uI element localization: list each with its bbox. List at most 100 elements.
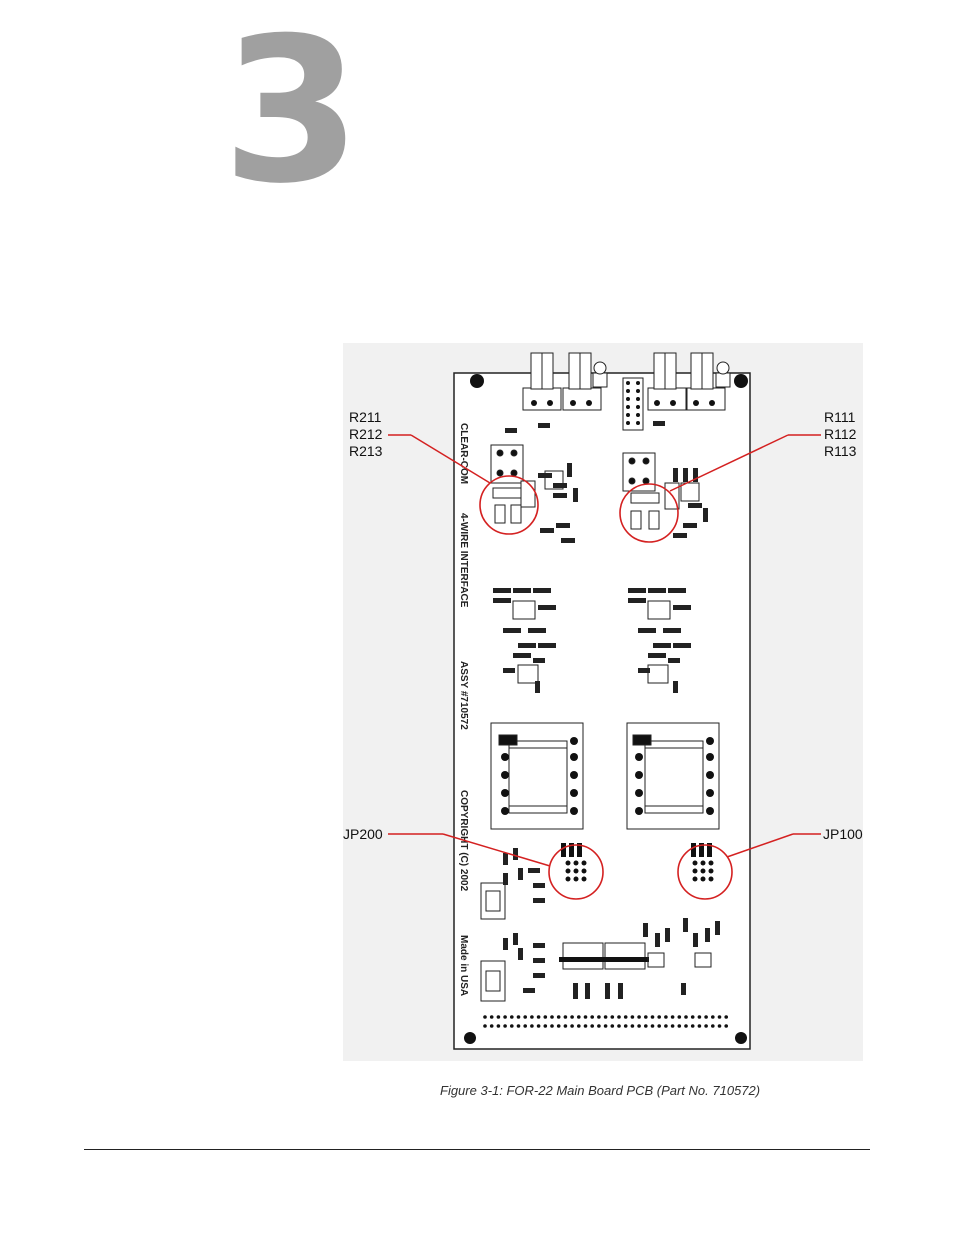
callout-r213: R213 (349, 443, 383, 459)
connector-pin (684, 1024, 688, 1028)
connector-pin (617, 1015, 621, 1019)
connector-pin (577, 1024, 581, 1028)
connector-pin (556, 1015, 561, 1019)
pcb-figure: CLEAR-COM 4-WIRE INTERFACE ASSY #710572 … (343, 343, 863, 1061)
callout-jp200: JP200 (343, 826, 383, 842)
connector-pin (664, 1015, 668, 1019)
relay-area-right (622, 452, 680, 530)
jumper-jp100 (691, 843, 714, 882)
connector-pin (583, 1015, 588, 1019)
connector-pin (550, 1015, 554, 1019)
connector-pin (503, 1024, 507, 1028)
connector-pin (650, 1024, 655, 1028)
silkscreen-brand: CLEAR-COM (458, 423, 469, 484)
jumper-jp200 (561, 843, 587, 882)
connector-pin (644, 1015, 648, 1019)
callout-r212: R212 (349, 426, 383, 442)
connector-pin (570, 1024, 574, 1028)
connector-pin (597, 1024, 601, 1028)
connector-pin (590, 1024, 594, 1028)
connector-pin (496, 1015, 501, 1019)
connector-pin (677, 1015, 682, 1019)
connector-pin (637, 1015, 641, 1019)
callout-r113: R113 (824, 443, 857, 459)
connector-pin (536, 1024, 541, 1028)
connector-pin (510, 1015, 514, 1019)
highlight-r111-r113 (619, 483, 679, 543)
connector-pin (516, 1015, 521, 1019)
connector-pin (711, 1024, 715, 1028)
silkscreen-assembly: ASSY #710572 (458, 661, 469, 730)
header-j2 (622, 377, 644, 431)
mounting-hole (464, 1032, 476, 1044)
mounting-hole (734, 374, 748, 388)
connector-pin (690, 1024, 695, 1028)
connector-pin (610, 1015, 615, 1019)
connector-p202 (522, 352, 562, 411)
silkscreen-product: 4-WIRE INTERFACE (458, 513, 469, 608)
ic-footprints-middle (512, 470, 700, 684)
connector-pin (677, 1024, 682, 1028)
connector-pin (503, 1015, 507, 1019)
connector-pin (644, 1024, 648, 1028)
connector-pin (684, 1015, 688, 1019)
connector-pin (530, 1015, 534, 1019)
led-101 (715, 361, 731, 388)
pcb-board-drawing: CLEAR-COM 4-WIRE INTERFACE ASSY #710572 … (388, 352, 821, 1050)
connector-pin (704, 1024, 708, 1028)
relays-lower (480, 882, 506, 1002)
connector-pin (523, 1024, 527, 1028)
connector-pin (724, 1024, 728, 1028)
connector-pin (536, 1015, 541, 1019)
connector-p101 (686, 352, 726, 411)
highlight-jp100 (677, 844, 733, 900)
connector-pin (617, 1024, 621, 1028)
connector-pin (670, 1024, 675, 1028)
footer-rule (84, 1149, 870, 1150)
connector-pin (724, 1015, 728, 1019)
connector-pin (670, 1015, 675, 1019)
connector-p201 (562, 352, 602, 411)
silkscreen-origin: Made in USA (458, 935, 469, 996)
callout-highlights (479, 475, 733, 900)
connector-pin (550, 1024, 554, 1028)
connector-pin (543, 1024, 548, 1028)
mounting-hole (470, 374, 484, 388)
connector-pin (657, 1015, 661, 1019)
connector-pin (603, 1015, 608, 1019)
connector-pin (717, 1024, 722, 1028)
connector-pin (690, 1015, 695, 1019)
connector-pin (570, 1015, 574, 1019)
connector-pin (697, 1015, 702, 1019)
connector-pin (577, 1015, 581, 1019)
connector-pin (483, 1024, 487, 1028)
connector-pin (650, 1015, 655, 1019)
callout-r111-r113: R111 R112 R113 (824, 409, 856, 460)
connector-pin (523, 1015, 527, 1019)
connector-pin (637, 1024, 641, 1028)
callout-r211: R211 (349, 409, 382, 425)
transformer-t201 (490, 722, 584, 830)
chapter-number: 3 (222, 0, 361, 228)
connector-pin (530, 1024, 534, 1028)
connector-pin (489, 1024, 494, 1028)
connector-pin (610, 1024, 615, 1028)
connector-pin (630, 1024, 635, 1028)
highlight-jp200 (548, 844, 604, 900)
connector-pin (590, 1015, 594, 1019)
capacitors-c113-c112 (559, 942, 649, 970)
connector-pin (543, 1015, 548, 1019)
connector-pin (563, 1015, 568, 1019)
connector-pin (603, 1024, 608, 1028)
connector-pin (630, 1015, 635, 1019)
smd-components-lower (503, 848, 720, 999)
pcb-outline (453, 372, 751, 1050)
connector-pin (711, 1015, 715, 1019)
connector-pin (516, 1024, 521, 1028)
connector-pin (556, 1024, 561, 1028)
mounting-hole (735, 1032, 747, 1044)
connector-pin (664, 1024, 668, 1028)
connector-pin (583, 1024, 588, 1028)
edge-connector-j1 (483, 1015, 728, 1028)
connector-pin (483, 1015, 487, 1019)
